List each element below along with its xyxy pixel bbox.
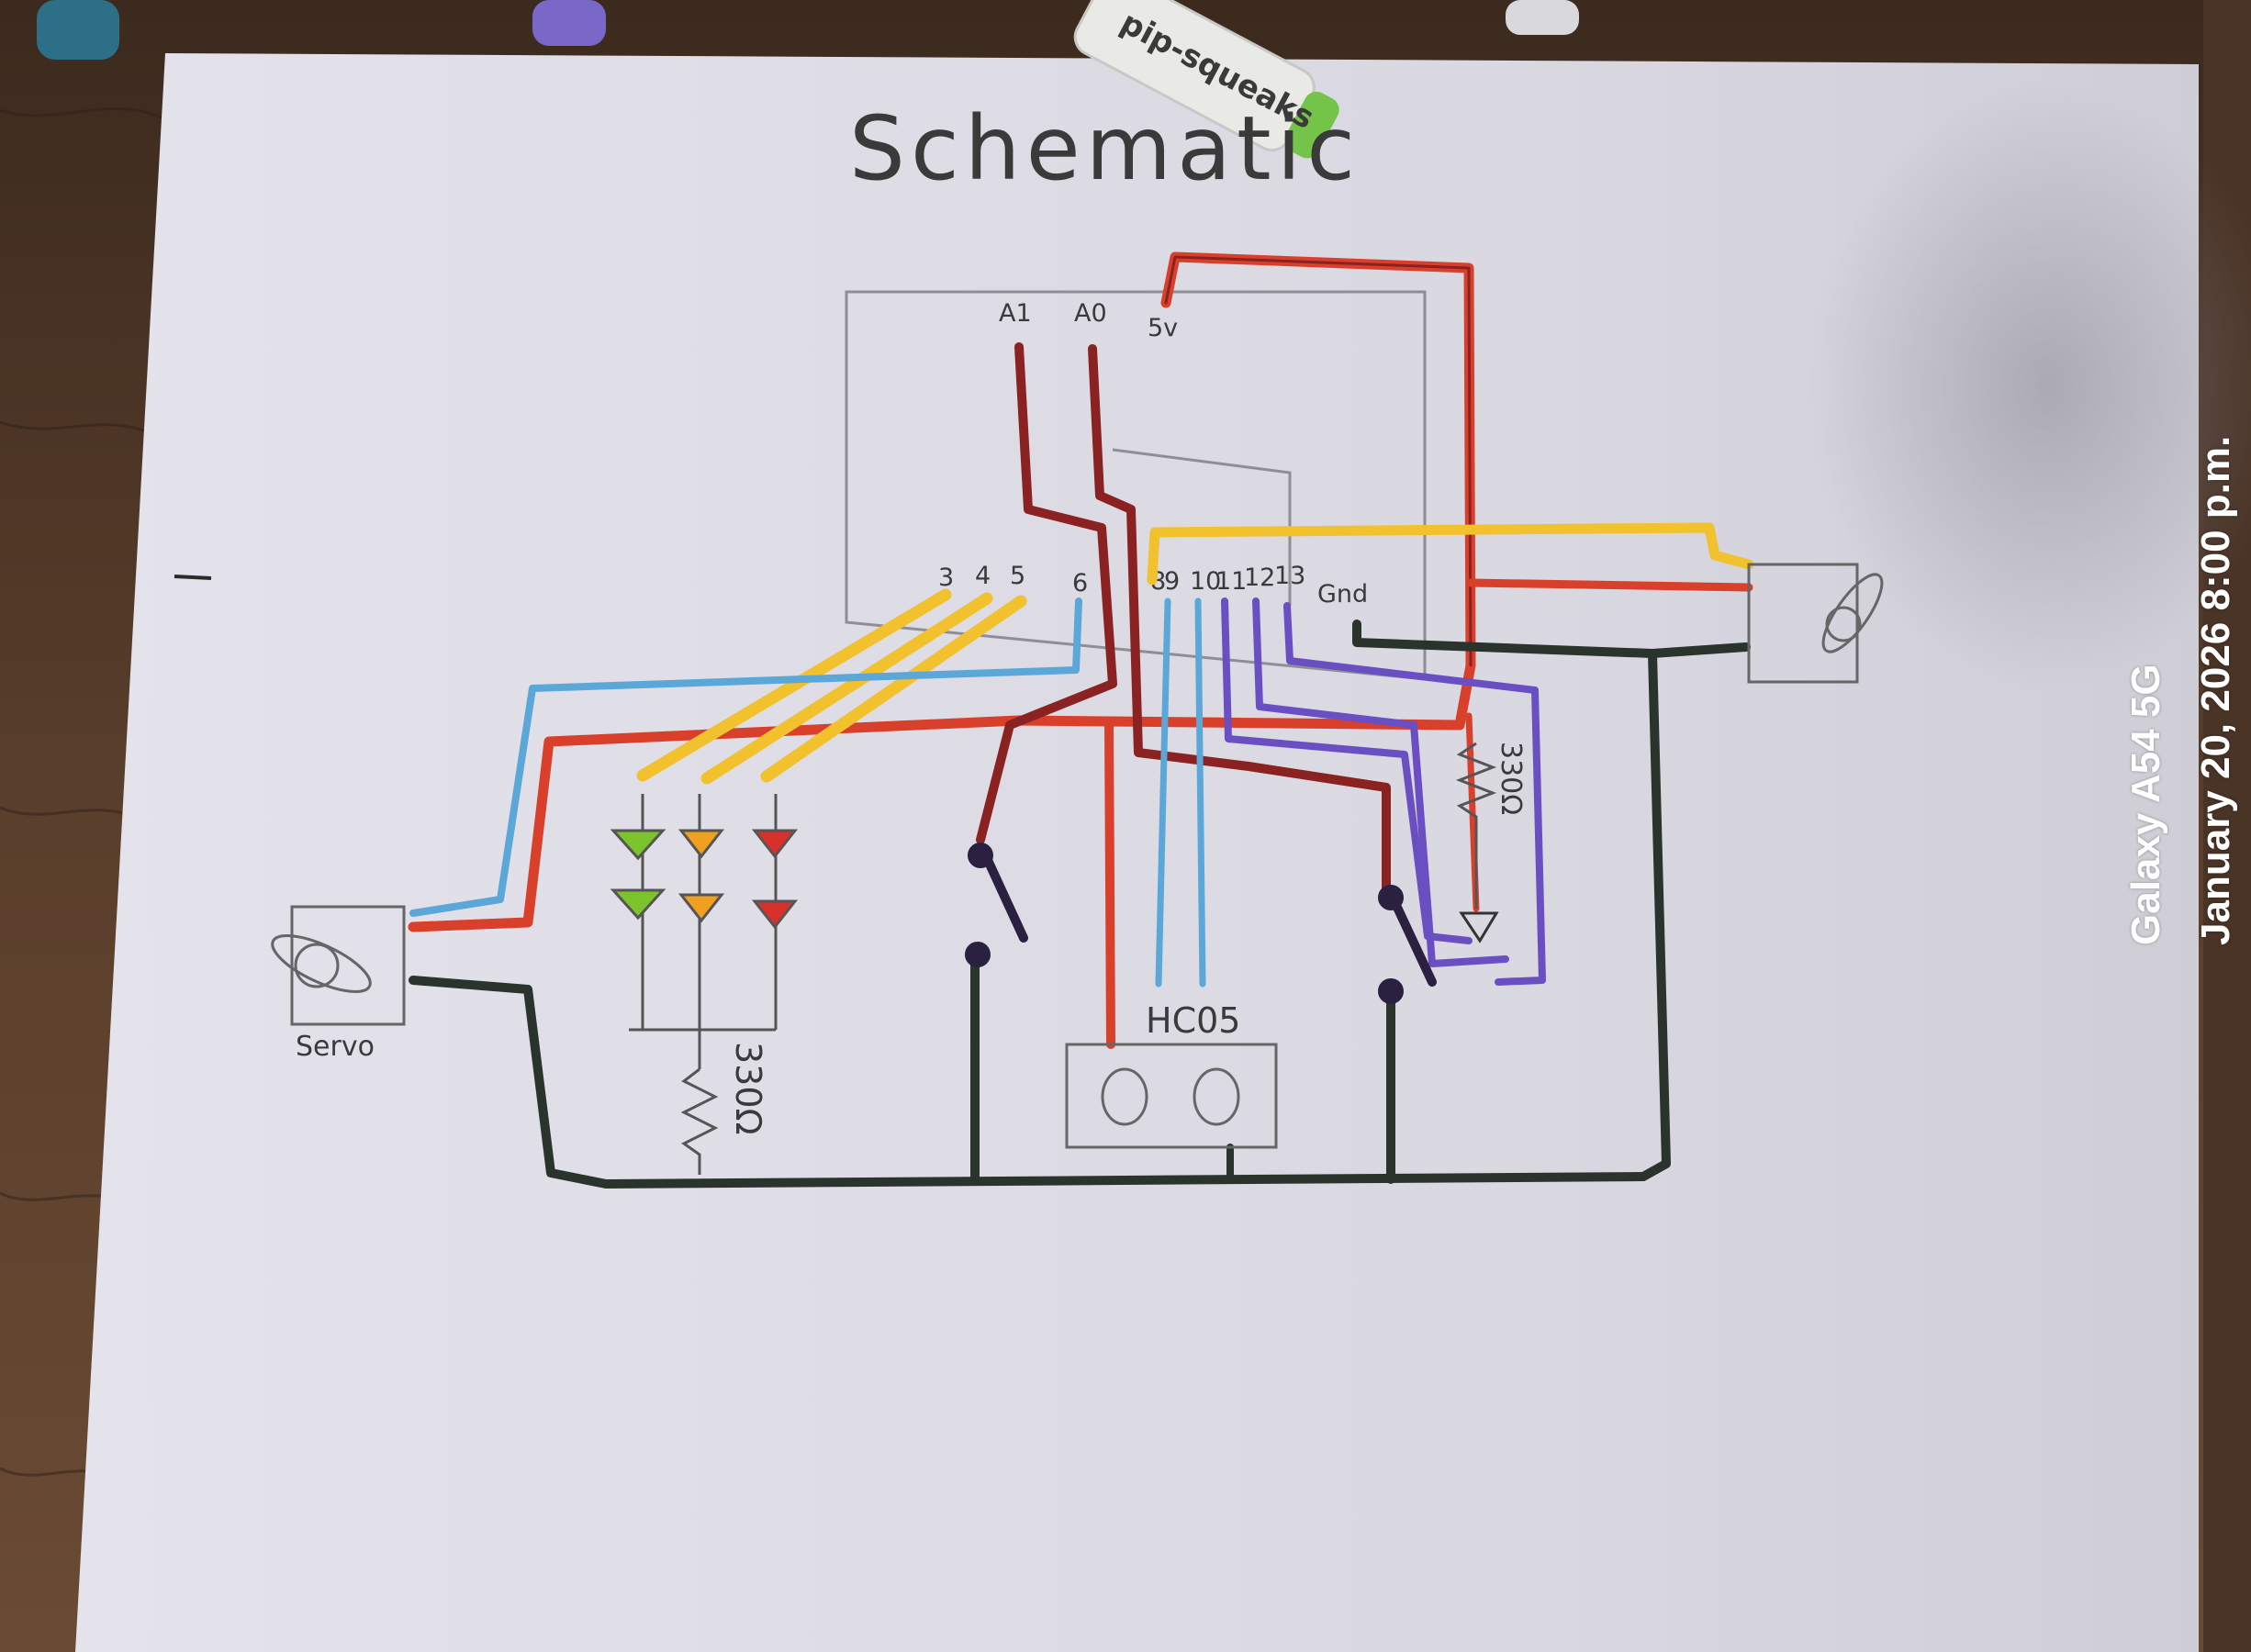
wire-blue-pin10 (1194, 597, 1206, 988)
pin-label-11: 11 (1215, 567, 1247, 596)
pin-label-10: 10 (1190, 567, 1221, 596)
servo-label: Servo (296, 1031, 375, 1063)
switch-right (1378, 885, 1437, 1004)
wire-red-right-servo (1466, 578, 1753, 592)
wire-purple-pin11 (1221, 597, 1473, 944)
pin-label-5: 5 (1010, 562, 1025, 590)
capture-datetime-text: January 20, 2026 8:00 p.m. (2193, 435, 2238, 945)
wire-black-gnd-bottom (409, 976, 1648, 1189)
led-red-2 (751, 899, 799, 930)
led-resistor-label: 330Ω (728, 1042, 768, 1135)
wire-black-gnd-right (1639, 649, 1671, 1181)
marker-caps (37, 0, 1579, 60)
wire-yellow-pin3 (636, 588, 952, 782)
pin-label-3: 3 (938, 564, 954, 592)
led-green-2 (610, 888, 666, 921)
pin-label-12: 12 (1244, 564, 1275, 592)
hand-shadow (1809, 83, 2251, 688)
page-title: Schematic (849, 97, 1361, 200)
side-resistor-label: 330Ω (1495, 742, 1527, 815)
camera-model-text: Galaxy A54 5G (2123, 664, 2168, 945)
switch-left (965, 843, 1028, 967)
hc05-sensor (1065, 1043, 1278, 1149)
servo-right (1747, 563, 1884, 684)
side-resistor (1455, 742, 1497, 909)
led-orange-2 (678, 893, 725, 923)
wire-yellow-pin5 (760, 595, 1027, 783)
pin-label-4: 4 (975, 562, 991, 590)
led-orange-1 (678, 829, 725, 859)
wire-yellow-pin4 (700, 592, 993, 785)
wire-purple-pin12 (1252, 597, 1509, 967)
wire-blue-pin9 (1155, 597, 1171, 988)
servo-left (271, 905, 406, 1026)
stray-mark (174, 575, 212, 580)
led-red-1 (751, 829, 799, 859)
led-resistor-label-group: 330Ω (728, 1042, 768, 1135)
pin-label-a0: A0 (1074, 299, 1107, 328)
led-green-1 (610, 829, 666, 861)
pin-label-5v: 5v (1148, 314, 1178, 342)
hc05-label: HC05 (1146, 1000, 1240, 1041)
pin-label-13: 13 (1274, 562, 1305, 590)
wire-black-gnd-top (1352, 620, 1751, 658)
wire-blue-pin6 (409, 597, 1082, 917)
wire-darkred-a0 (1088, 344, 1391, 899)
wire-purple-pin13 (1283, 602, 1546, 986)
wire-yellow-right-servo (1147, 522, 1754, 586)
wire-darkred-a1 (976, 342, 1117, 844)
pin-label-a1: A1 (999, 299, 1032, 328)
pin-label-6: 6 (1072, 569, 1088, 597)
side-resistor-label-group: 330Ω (1495, 742, 1527, 815)
pin-label-gnd: Gnd (1317, 580, 1368, 608)
wood-grain (0, 106, 166, 1479)
led-array (610, 794, 799, 1069)
pin-label-9: 9 (1164, 567, 1180, 596)
side-led (1459, 911, 1499, 943)
led-resistor (680, 1067, 719, 1175)
wire-red-hc05 (1104, 720, 1115, 1049)
paper-sheet (75, 53, 2199, 1652)
